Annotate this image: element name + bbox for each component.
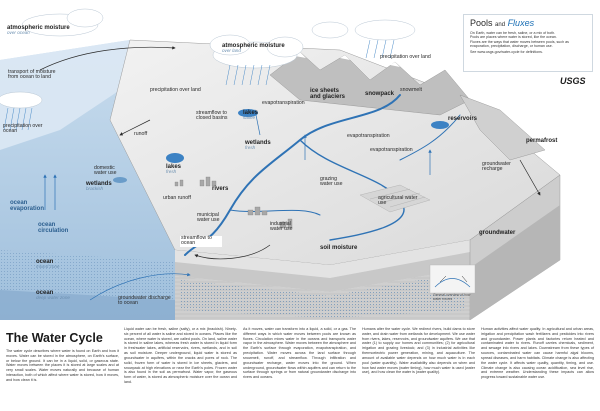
- label-text: wetlands: [245, 140, 271, 146]
- label-permafrost: permafrost: [526, 138, 558, 144]
- label-evapotranspiration-2: evapotranspiration: [347, 133, 390, 139]
- label-text: ocean: [36, 259, 54, 265]
- pools-line-4: See www.usgs.gov/water-cycle for definit…: [470, 49, 543, 54]
- pools-line-1: On Earth, water can be fresh, saline, or…: [470, 31, 556, 35]
- label-precipitation-ocean: precipitation over ocean: [3, 123, 43, 135]
- label-snowpack: snowpack: [365, 91, 395, 97]
- label-subtext: mixed zone: [36, 264, 60, 270]
- pools-and-fluxes-box: Pools and Fluxes On Earth, water can be …: [463, 14, 593, 72]
- label-groundwater-recharge: groundwater recharge: [482, 161, 511, 173]
- label-text: lakes: [243, 110, 259, 116]
- label-grazing-water-use: grazing water use: [320, 176, 343, 188]
- label-reservoirs: reservoirs: [448, 116, 478, 122]
- label-ocean-deep-zone: ocean deep water zone: [36, 290, 70, 301]
- label-streamflow-to-ocean: streamflow to ocean: [180, 235, 222, 247]
- label-ocean-evaporation: ocean evaporation: [10, 200, 45, 213]
- label-text: atmospheric moisture: [222, 43, 285, 49]
- label-runoff: runoff: [134, 131, 148, 137]
- label-subtext: fresh: [166, 169, 177, 175]
- ocean-depth-zones: [0, 250, 175, 320]
- text-column-2: Liquid water can be fresh, saline (salty…: [124, 327, 237, 384]
- pools-word: Pools: [470, 18, 493, 28]
- text-column-5: Human activities affect water quality. I…: [481, 327, 594, 380]
- label-transport-moisture: transport of moisture from ocean to land: [8, 69, 56, 81]
- precipitation-strokes: [3, 39, 395, 131]
- label-agricultural-water-use: agricultural water use: [378, 195, 418, 207]
- label-evapotranspiration-1: evapotranspiration: [262, 100, 305, 106]
- label-subtext: saline: [243, 115, 256, 121]
- label-municipal-water-use: municipal water use: [197, 212, 220, 224]
- and-word: and: [495, 22, 506, 28]
- label-groundwater: groundwater: [479, 230, 516, 236]
- label-text: wetlands: [86, 181, 112, 187]
- text-column-1: The water cycle describes where water is…: [6, 349, 119, 382]
- label-ice-sheets: ice sheets and glaciers: [310, 88, 346, 101]
- page-title: The Water Cycle: [6, 331, 103, 345]
- label-text: lakes: [166, 164, 182, 170]
- label-evapotranspiration-3: evapotranspiration: [370, 147, 413, 153]
- label-rivers: rivers: [212, 186, 229, 192]
- clouds: [0, 8, 416, 109]
- label-ocean-mixed-zone: ocean mixed zone: [36, 259, 60, 270]
- label-precipitation-land-top: precipitation over land: [380, 54, 431, 60]
- label-subtext: fresh: [245, 145, 256, 151]
- agricultural-fields: [359, 184, 431, 213]
- label-text: ocean: [36, 290, 54, 296]
- flux-arrows: [39, 46, 541, 301]
- label-streamflow-closed-basins: streamflow to closed basins: [196, 110, 228, 122]
- fluxes-word: Fluxes: [507, 18, 535, 28]
- label-subtext: over ocean: [7, 30, 30, 36]
- label-domestic-water-use: domestic water use: [94, 165, 117, 177]
- text-column-3: As it moves, water can transform into a …: [243, 327, 356, 380]
- pools-line-3: Fluxes are the ways that water moves bet…: [470, 39, 569, 49]
- label-subtext: deep water zone: [36, 295, 70, 301]
- label-subtext: over land: [222, 48, 241, 54]
- label-industrial-water-use: industrial water use: [270, 221, 293, 233]
- pools-box-text: On Earth, water can be fresh, saline, or…: [470, 31, 588, 54]
- label-urban-runoff: urban runoff: [163, 195, 191, 201]
- label-precipitation-land-mid: precipitation over land: [150, 87, 201, 93]
- overview-inset: [429, 264, 476, 294]
- label-atmospheric-moisture-ocean: atmospheric moisture over ocean: [7, 25, 70, 36]
- overview-caption: General overview of how water moves: [433, 293, 471, 301]
- usgs-logo: USGS: [560, 76, 586, 86]
- water-cycle-diagram: [0, 8, 561, 320]
- label-groundwater-discharge: groundwater discharge to ocean: [118, 295, 171, 307]
- label-soil-moisture: soil moisture: [320, 245, 358, 251]
- label-text: atmospheric moisture: [7, 25, 70, 31]
- label-snowmelt: snowmelt: [400, 87, 422, 93]
- label-ocean-circulation: ocean circulation: [38, 222, 69, 235]
- subsurface-cross-section: [175, 174, 561, 320]
- label-lakes-saline: lakes saline: [243, 110, 258, 121]
- label-lakes-fresh: lakes fresh: [166, 164, 181, 175]
- water-bodies: [113, 109, 449, 183]
- label-atmospheric-moisture-land: atmospheric moisture over land: [222, 43, 285, 54]
- pools-line-2: Pools are places where water is stored, …: [470, 35, 557, 40]
- label-wetlands-fresh: wetlands fresh: [245, 140, 271, 151]
- label-wetlands-brackish: wetlands brackish: [86, 181, 112, 192]
- label-subtext: brackish: [86, 186, 104, 192]
- pools-box-title: Pools and Fluxes: [470, 18, 534, 28]
- text-column-4: Humans alter the water cycle. We redirec…: [362, 327, 475, 375]
- buildings: [174, 176, 293, 229]
